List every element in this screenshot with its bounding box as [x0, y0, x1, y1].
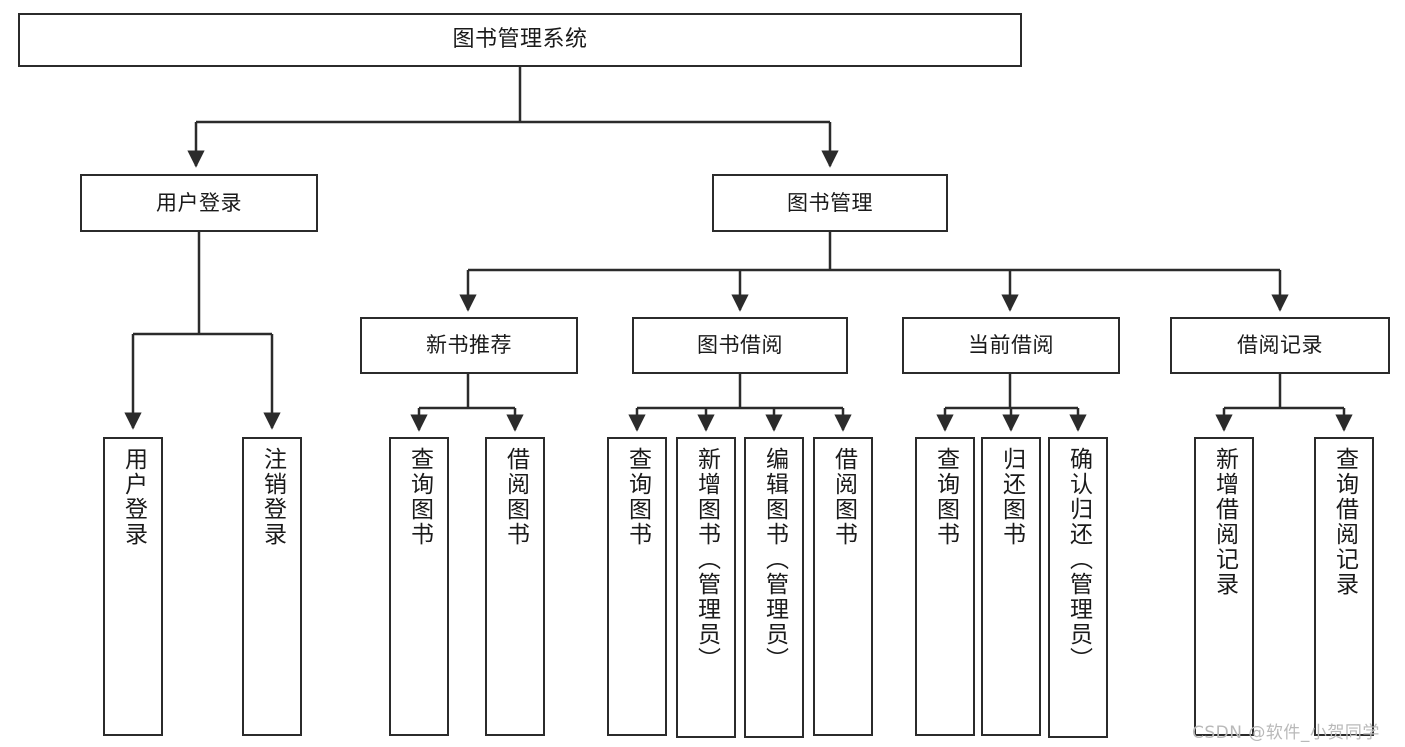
- node-user-login-label: 用户登录: [156, 190, 242, 215]
- node-borrow-record-label: 借阅记录: [1237, 333, 1323, 358]
- node-leaf-user-login-label: 用户登录: [120, 447, 147, 547]
- node-leaf-user-login[interactable]: 用户登录: [103, 437, 163, 736]
- node-book-borrow-label: 图书借阅: [697, 333, 783, 358]
- node-leaf-add-record-label: 新增借阅记录: [1211, 447, 1238, 597]
- node-leaf-return-book[interactable]: 归还图书: [981, 437, 1041, 736]
- node-leaf-add-book-label: 新增图书（管理员）: [693, 447, 720, 672]
- node-borrow-record[interactable]: 借阅记录: [1170, 317, 1390, 374]
- node-user-login[interactable]: 用户登录: [80, 174, 318, 232]
- node-new-book-recommend-label: 新书推荐: [426, 333, 512, 358]
- node-leaf-edit-book-label: 编辑图书（管理员）: [761, 447, 788, 672]
- node-leaf-query-book-1[interactable]: 查询图书: [389, 437, 449, 736]
- node-book-borrow[interactable]: 图书借阅: [632, 317, 848, 374]
- node-leaf-query-book-2[interactable]: 查询图书: [607, 437, 667, 736]
- node-root[interactable]: 图书管理系统: [18, 13, 1022, 67]
- node-leaf-borrow-book-2[interactable]: 借阅图书: [813, 437, 873, 736]
- node-leaf-add-record[interactable]: 新增借阅记录: [1194, 437, 1254, 736]
- node-leaf-logout-login-label: 注销登录: [259, 447, 286, 547]
- node-leaf-logout-login[interactable]: 注销登录: [242, 437, 302, 736]
- node-root-label: 图书管理系统: [452, 27, 588, 53]
- node-current-borrow-label: 当前借阅: [968, 333, 1054, 358]
- node-leaf-query-book-1-label: 查询图书: [406, 447, 433, 547]
- node-leaf-query-record-label: 查询借阅记录: [1331, 447, 1358, 597]
- node-leaf-add-book[interactable]: 新增图书（管理员）: [676, 437, 736, 738]
- node-leaf-query-book-3[interactable]: 查询图书: [915, 437, 975, 736]
- node-leaf-query-book-2-label: 查询图书: [624, 447, 651, 547]
- node-book-manage[interactable]: 图书管理: [712, 174, 948, 232]
- node-leaf-borrow-book-1[interactable]: 借阅图书: [485, 437, 545, 736]
- csdn-watermark: CSDN @软件_小贺同学: [1192, 723, 1380, 743]
- node-leaf-confirm-return-label: 确认归还（管理员）: [1065, 447, 1092, 672]
- node-new-book-recommend[interactable]: 新书推荐: [360, 317, 578, 374]
- node-leaf-borrow-book-2-label: 借阅图书: [830, 447, 857, 547]
- node-leaf-query-record[interactable]: 查询借阅记录: [1314, 437, 1374, 736]
- node-leaf-borrow-book-1-label: 借阅图书: [502, 447, 529, 547]
- node-book-manage-label: 图书管理: [787, 190, 873, 215]
- node-leaf-confirm-return[interactable]: 确认归还（管理员）: [1048, 437, 1108, 738]
- node-leaf-query-book-3-label: 查询图书: [932, 447, 959, 547]
- node-leaf-edit-book[interactable]: 编辑图书（管理员）: [744, 437, 804, 738]
- node-current-borrow[interactable]: 当前借阅: [902, 317, 1120, 374]
- node-leaf-return-book-label: 归还图书: [998, 447, 1025, 547]
